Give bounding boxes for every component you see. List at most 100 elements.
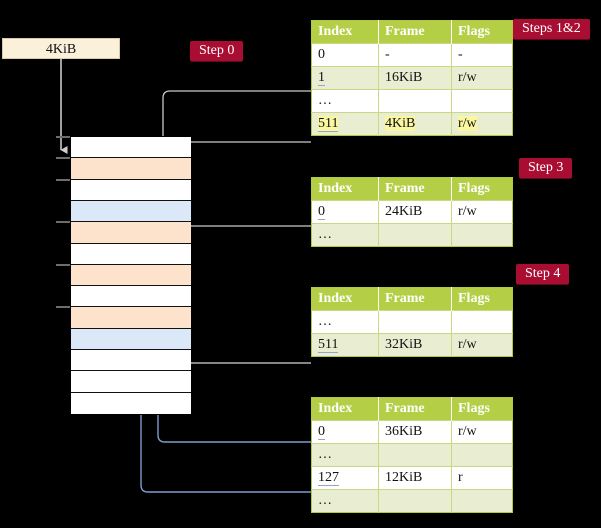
cell-flags: r [451, 466, 513, 490]
memory-tick-2 [56, 178, 70, 181]
table-row: 0 24KiB r/w [311, 200, 513, 224]
memory-tick-8 [56, 306, 70, 309]
cell-text: r/w [458, 424, 477, 439]
memory-frame-9 [71, 328, 191, 351]
table-row: 0 - - [311, 43, 513, 67]
cell-index[interactable]: 0 [311, 420, 379, 444]
cell-frame [378, 489, 452, 513]
cell-frame: - [378, 43, 452, 67]
cell-text: 0 [318, 204, 325, 220]
cell-text: 0 [318, 424, 325, 440]
wire-pml4-row511-to-memory [177, 141, 311, 154]
memory-frame-10 [71, 350, 191, 372]
table-row: 1 16KiB r/w [311, 66, 513, 90]
column-header-flags: Flags [451, 20, 513, 44]
cell-index: … [311, 89, 379, 113]
memory-frame-12 [71, 392, 191, 414]
cell-text: 36KiB [385, 424, 423, 439]
memory-frame-1 [71, 158, 191, 180]
cell-text: - [385, 47, 390, 62]
cell-flags: r/w [451, 420, 513, 444]
cell-text: … [318, 93, 332, 108]
cell-flags [451, 89, 513, 113]
cell-flags: - [451, 43, 513, 67]
cell-text: 4KiB [385, 116, 416, 131]
cell-flags: r/w [451, 112, 513, 136]
memory-frame-0 [71, 137, 191, 159]
memory-frame-2 [71, 179, 191, 201]
cell-text: … [318, 447, 332, 462]
memory-tick-6 [56, 263, 70, 266]
memory-frame-4 [71, 222, 191, 244]
table-row: … [311, 489, 513, 513]
column-header-frame: Frame [378, 397, 452, 421]
column-header-frame: Frame [378, 177, 452, 201]
cell-text: … [318, 227, 332, 242]
table-row: … [311, 89, 513, 113]
column-header-frame: Frame [378, 287, 452, 311]
cell-flags [451, 443, 513, 467]
memory-frame-7 [71, 286, 191, 308]
cell-frame [378, 89, 452, 113]
cell-flags: r/w [451, 66, 513, 90]
cell-frame [378, 223, 452, 247]
memory-frame-8 [71, 307, 191, 329]
cell-text: r [458, 470, 463, 485]
memory-frame-3 [71, 200, 191, 223]
cell-flags [451, 310, 513, 334]
column-header-index: Index [311, 177, 379, 201]
badge-steps-1-2: Steps 1&2 [513, 19, 590, 39]
cell-flags: r/w [451, 333, 513, 357]
column-header-index: Index [311, 20, 379, 44]
cell-index[interactable]: 127 [311, 466, 379, 490]
cell-text: … [318, 314, 332, 329]
cell-frame: 16KiB [378, 66, 452, 90]
column-header-index: Index [311, 287, 379, 311]
cell-index[interactable]: 0 [311, 200, 379, 224]
cell-flags: r/w [451, 200, 513, 224]
cell-frame: 32KiB [378, 333, 452, 357]
badge-step-0: Step 0 [190, 41, 244, 61]
physical-memory-column [70, 136, 191, 415]
cell-text: r/w [458, 337, 477, 352]
cell-frame [378, 443, 452, 467]
badge-step-4: Step 4 [516, 264, 570, 284]
cell-text: 0 [318, 47, 325, 62]
column-header-flags: Flags [451, 397, 513, 421]
cell-index: 0 [311, 43, 379, 67]
cell-text: 12KiB [385, 470, 423, 485]
memory-tick-4 [56, 221, 70, 224]
table-row: 511 32KiB r/w [311, 333, 513, 357]
cell-index[interactable]: 511 [311, 333, 379, 357]
table-row: … [311, 443, 513, 467]
table-row: 0 36KiB r/w [311, 420, 513, 444]
cell-flags [451, 489, 513, 513]
badge-step-3: Step 3 [519, 158, 573, 178]
table-row: 511 4KiB r/w [311, 112, 513, 136]
cell-frame: 24KiB [378, 200, 452, 224]
cell-text: 511 [318, 116, 339, 132]
cell-text: 24KiB [385, 204, 423, 219]
cell-index[interactable]: 1 [311, 66, 379, 90]
cell-flags [451, 223, 513, 247]
cell-text: 511 [318, 337, 339, 353]
offset-box: 4KiB [2, 38, 120, 59]
table-row: … [311, 223, 513, 247]
memory-frame-6 [71, 264, 191, 287]
cell-index[interactable]: 511 [311, 112, 379, 136]
table-row: … [311, 310, 513, 334]
cell-text: r/w [458, 116, 477, 131]
cell-frame: 12KiB [378, 466, 452, 490]
column-header-flags: Flags [451, 177, 513, 201]
cell-frame [378, 310, 452, 334]
memory-frame-5 [71, 243, 191, 265]
cell-frame: 36KiB [378, 420, 452, 444]
column-header-frame: Frame [378, 20, 452, 44]
cell-text: 16KiB [385, 70, 423, 85]
cell-text: r/w [458, 70, 477, 85]
